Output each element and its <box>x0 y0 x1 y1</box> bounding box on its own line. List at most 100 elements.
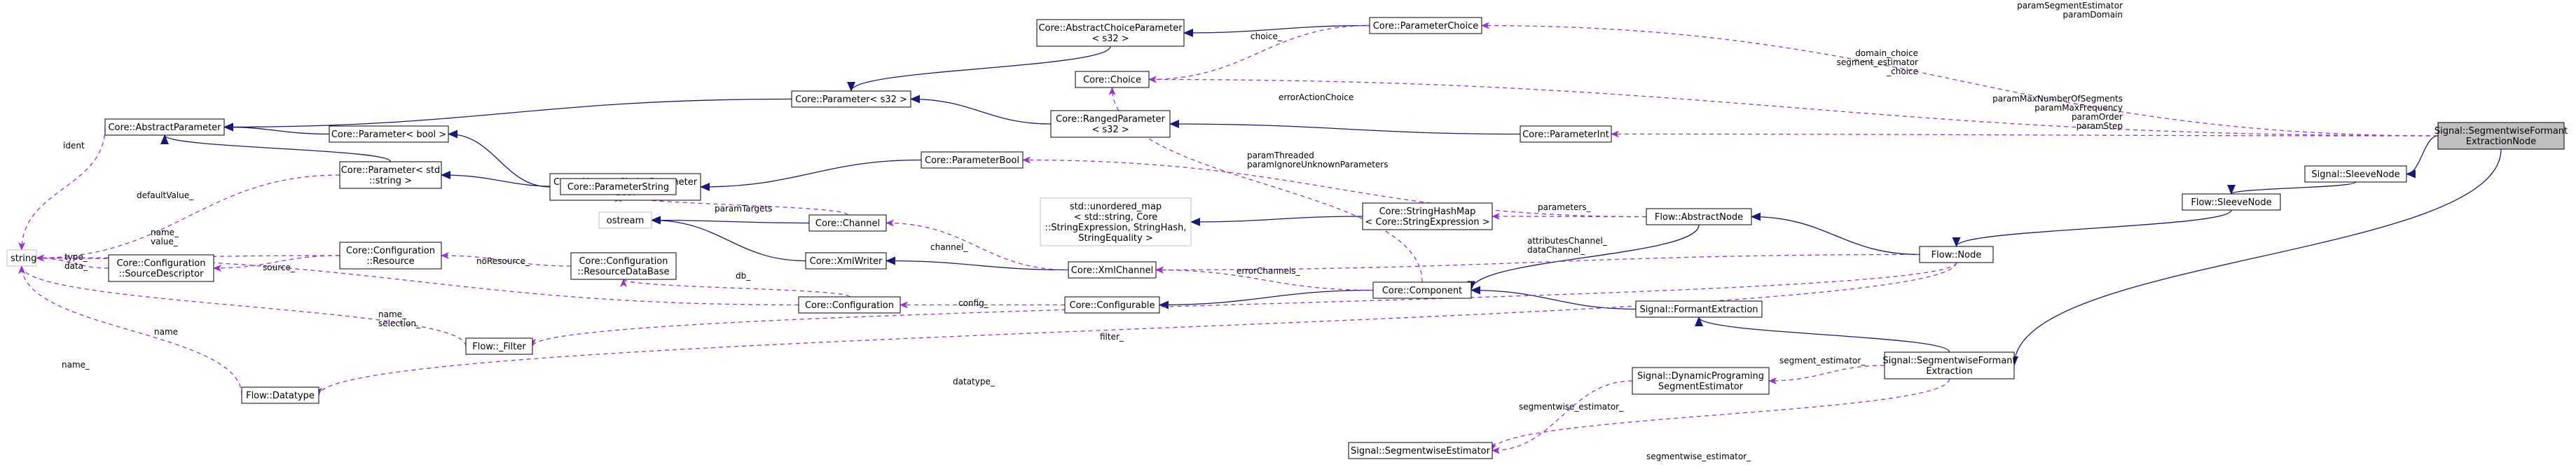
edge-label-line: paramSegmentEstimator <box>2017 1 2123 11</box>
node-ostream: ostream <box>598 211 652 229</box>
nodes-layer: stringCore::AbstractParameterCore::Confi… <box>6 17 2568 459</box>
edge-label-line: segmentwise_estimator_ <box>1519 402 1624 412</box>
node-label-line: Signal::SegmentwiseEstimator <box>1351 446 1491 456</box>
edge-label-line: name_ <box>151 228 179 237</box>
node-flow-datatype[interactable]: Flow::Datatype <box>241 386 319 404</box>
node-configurable[interactable]: Core::Configurable <box>1064 296 1160 314</box>
node-label-line: Core::ParameterChoice <box>1373 21 1479 32</box>
edge-label-error-action-choice: errorActionChoice <box>1279 92 1354 102</box>
inheritance-edge-formant-extraction-to-component <box>1470 286 1637 310</box>
node-label-line: Core::ParameterBool <box>925 155 1019 166</box>
node-parameter-string-tmpl[interactable]: Core::Parameter< std::string > <box>339 161 442 189</box>
edge-label-config: config_ <box>958 298 989 308</box>
edge-label-no-resource: noResource_ <box>476 256 530 266</box>
node-parameter-string[interactable]: Core::ParameterString <box>560 178 677 195</box>
node-label-line: Flow::Node <box>1931 250 1982 260</box>
node-label-line: Core::RangedParameter <box>1056 114 1166 125</box>
usage-edge-configuration-resource-database-to-configuration-resource <box>441 252 572 267</box>
usage-edge-segmentwise-formant-extraction-to-segmentwise-estimator <box>1489 378 1950 452</box>
edge-label-line: paramTargets <box>715 204 772 214</box>
node-abstract-choice-parameter-s32[interactable]: Core::AbstractChoiceParameter< s32 > <box>1036 19 1185 47</box>
node-xml-writer[interactable]: Core::XmlWriter <box>805 252 887 270</box>
node-configuration[interactable]: Core::Configuration <box>798 296 901 314</box>
usage-edge-parameter-choice-to-choice <box>1148 25 1370 83</box>
node-configuration-resource-database[interactable]: Core::Configuration::ResourceDataBase <box>570 252 677 280</box>
usage-edge-component-to-xml-channel <box>1155 266 1374 291</box>
node-abstract-node[interactable]: Flow::AbstractNode <box>1646 208 1752 225</box>
node-configuration-source-descriptor[interactable]: Core::Configuration::SourceDescriptor <box>108 254 214 282</box>
node-label-line: ::string > <box>369 176 412 186</box>
edge-label-line: db_ <box>736 271 751 281</box>
usage-edge-configuration-to-configuration-resource-database <box>620 279 850 298</box>
node-dynamic-programing-segment-estimator[interactable]: Signal::DynamicProgramingSegmentEstimato… <box>1632 367 1770 395</box>
edge-label-line: name_ <box>378 309 407 319</box>
edge-label-filter: filter_ <box>1100 332 1124 342</box>
node-label-line: ::Resource <box>366 256 414 267</box>
node-component[interactable]: Core::Component <box>1372 281 1472 299</box>
inheritance-edge-parameter-choice-to-abstract-choice-parameter-s32 <box>1183 25 1370 37</box>
edge-label-line: paramDomain <box>2062 10 2123 20</box>
node-configuration-resource[interactable]: Core::Configuration::Resource <box>339 242 442 270</box>
edge-label-line: source_ <box>263 263 296 272</box>
node-parameter-s32[interactable]: Core::Parameter< s32 > <box>791 90 911 108</box>
node-label-line: Core::Configuration <box>805 300 894 311</box>
node-sleeve-node-flow[interactable]: Flow::SleeveNode <box>2182 193 2281 211</box>
node-choice[interactable]: Core::Choice <box>1075 71 1150 88</box>
inheritance-edge-parameter-string-tmpl-to-abstract-parameter <box>160 134 392 162</box>
edge-label-line: name <box>154 327 178 337</box>
node-abstract-parameter[interactable]: Core::AbstractParameter <box>104 118 225 136</box>
usage-edge-flow-node-to-xml-channel <box>1155 253 1920 274</box>
node-label-line: Core::AbstractChoiceParameter <box>1038 23 1183 34</box>
inheritance-edge-parameter-int-to-ranged-parameter-s32 <box>1169 120 1521 135</box>
node-xml-channel[interactable]: Core::XmlChannel <box>1068 261 1157 279</box>
node-label-line: Signal::SegmentwiseFormant <box>2434 126 2568 137</box>
node-sleeve-node-signal[interactable]: Signal::SleeveNode <box>2304 165 2407 183</box>
node-flow-filter[interactable]: Flow::_Filter <box>465 337 533 355</box>
node-label-line: ::SourceDescriptor <box>119 269 205 279</box>
node-label-line: Flow::_Filter <box>472 342 526 352</box>
edge-label-line: paramThreaded <box>1247 151 1314 160</box>
node-formant-extraction[interactable]: Signal::FormantExtraction <box>1635 300 1763 318</box>
usage-edge-flow-filter-to-string <box>18 265 467 347</box>
usage-edge-configuration-resource-to-configuration-source-descriptor <box>213 255 340 272</box>
edge-label-segmentwise-estimator-1: segmentwise_estimator_ <box>1519 402 1624 412</box>
node-channel[interactable]: Core::Channel <box>808 214 887 232</box>
edge-label-name-value: name_value_ <box>151 228 179 246</box>
edge-label-line: data_ <box>64 261 88 271</box>
usage-edge-dynamic-programing-segment-estimator-to-segmentwise-estimator <box>1492 380 1633 454</box>
edge-label-line: config_ <box>958 298 989 308</box>
node-label-line: Core::Choice <box>1083 75 1141 85</box>
node-label-line: Core::Configuration <box>346 246 435 256</box>
edge-label-line: paramMaxNumberOfSegments <box>1992 94 2123 104</box>
inheritance-edge-parameter-bool-to-abstract-choice-parameter-bool <box>700 159 922 191</box>
edge-label-line: errorChannels_ <box>1237 266 1301 276</box>
node-label-line: Core::Parameter< s32 > <box>795 95 907 105</box>
inheritance-edge-sleeve-node-signal-to-sleeve-node-flow <box>2227 181 2357 195</box>
node-label-line: ExtractionNode <box>2466 137 2536 147</box>
edge-label-param-max-number: paramMaxNumberOfSegmentsparamMaxFrequenc… <box>1992 94 2123 131</box>
node-segmentwise-estimator[interactable]: Signal::SegmentwiseEstimator <box>1348 442 1493 459</box>
node-parameter-int[interactable]: Core::ParameterInt <box>1520 125 1612 143</box>
node-label-line: Flow::SleeveNode <box>2191 197 2271 208</box>
edge-label-name-filter: name <box>154 327 178 337</box>
edge-label-line: ident <box>63 141 85 151</box>
edge-label-line: datatype_ <box>953 377 996 386</box>
edge-label-line: choice_ <box>1251 32 1283 41</box>
node-parameter-bool[interactable]: Core::ParameterBool <box>921 151 1024 169</box>
node-parameter-choice[interactable]: Core::ParameterChoice <box>1369 17 1482 34</box>
edge-label-choice: choice_ <box>1251 32 1283 41</box>
edge-label-line: domain_choice <box>1855 48 1918 58</box>
node-ranged-parameter-s32[interactable]: Core::RangedParameter< s32 > <box>1050 110 1171 138</box>
node-string-hash-map[interactable]: Core::StringHashMap< Core::StringExpress… <box>1362 202 1493 230</box>
node-label-line: ostream <box>607 216 645 226</box>
edge-label-type-data: type_data_ <box>64 252 88 271</box>
usage-edge-parameter-string-tmpl-to-string <box>36 174 340 262</box>
node-flow-node[interactable]: Flow::Node <box>1919 246 1994 263</box>
usage-edge-abstract-node-to-parameter-bool <box>1022 156 1647 218</box>
inheritance-edge-string-hash-map-to-unordered-map <box>1190 216 1363 226</box>
node-parameter-bool-tmpl[interactable]: Core::Parameter< bool > <box>329 125 449 143</box>
node-label-line: Signal::DynamicPrograming <box>1637 371 1764 382</box>
